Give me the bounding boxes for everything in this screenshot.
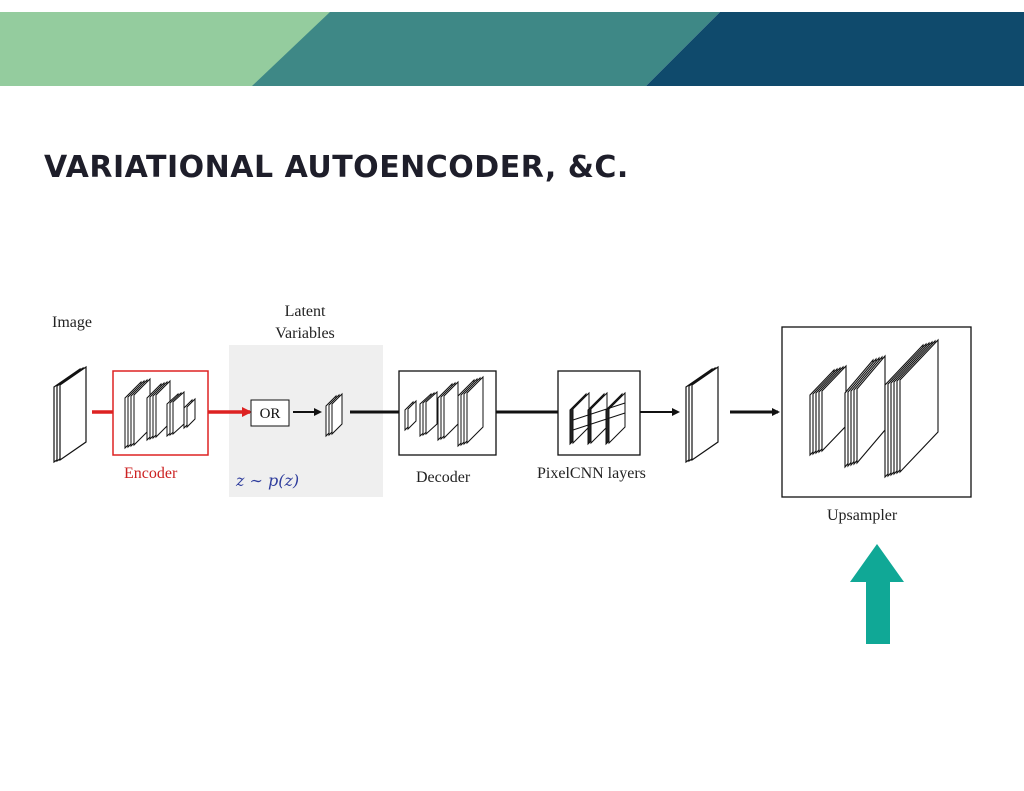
slide-title: VARIATIONAL AUTOENCODER, &C. bbox=[44, 150, 629, 185]
latent-label-line1: Latent bbox=[285, 303, 326, 320]
banner-stripe-teal bbox=[252, 12, 720, 86]
or-label: OR bbox=[260, 406, 281, 422]
input-image-stack bbox=[53, 365, 87, 464]
latent-stack bbox=[325, 392, 343, 438]
up-arrow-icon bbox=[850, 544, 904, 644]
image-label: Image bbox=[52, 314, 92, 331]
output-image-stack bbox=[685, 365, 719, 464]
encoder-layers bbox=[124, 377, 196, 450]
vae-diagram: Image Latent Variables Encoder z ∼ p(z) … bbox=[52, 303, 972, 644]
latent-label-line2: Variables bbox=[275, 325, 335, 342]
header-banner bbox=[0, 12, 1024, 86]
decoder-label: Decoder bbox=[416, 469, 471, 486]
sampling-formula: z ∼ p(z) bbox=[235, 471, 299, 490]
pixelcnn-label: PixelCNN layers bbox=[537, 465, 646, 482]
upsampler-layers bbox=[809, 338, 939, 479]
banner-stripe-blue bbox=[646, 12, 1024, 86]
decoder-layers bbox=[404, 375, 484, 448]
or-box bbox=[250, 399, 290, 427]
pixelcnn-layers bbox=[569, 391, 626, 446]
encoder-label: Encoder bbox=[124, 465, 178, 482]
upsampler-label: Upsampler bbox=[827, 507, 898, 524]
